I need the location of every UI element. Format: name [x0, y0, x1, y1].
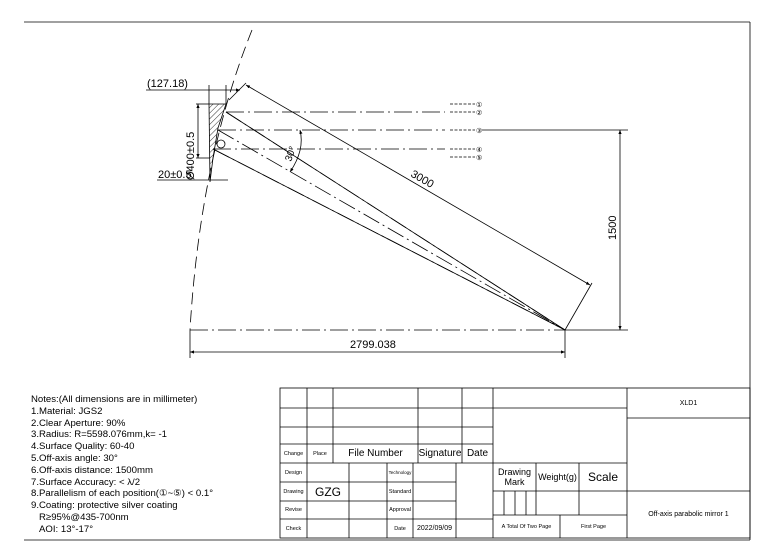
dim-127: (127.18): [147, 78, 188, 90]
date-value: 2022/09/09: [416, 525, 453, 532]
position-3-label: ③: [476, 127, 482, 135]
position-5-label: ⑤: [476, 154, 482, 162]
position-2-label: ②: [476, 109, 482, 117]
technology-label: Technology: [388, 470, 412, 475]
check-label: Check: [285, 525, 302, 532]
mirror-section: [208, 103, 227, 183]
note-item: 8.Parallelism of each position(①~⑤) < 0.…: [31, 488, 214, 500]
standard-label: Standard: [388, 488, 412, 495]
change-label: Change: [283, 450, 304, 457]
notes-block: Notes:(All dimensions are in millimeter)…: [31, 394, 213, 536]
note-item: 1.Material: JGS2: [31, 405, 103, 417]
revise-label: Revise: [285, 507, 302, 513]
drawing-mark-label: Drawing Mark: [497, 467, 531, 487]
file-number-label: File Number: [348, 448, 403, 459]
dim-2799: 2799.038: [350, 339, 396, 351]
dim-thickness: 20±0.5: [158, 169, 192, 181]
dim-angle: 30°: [283, 145, 299, 163]
place-label: Place: [313, 450, 327, 457]
note-item: 9.Coating: protective silver coating: [31, 500, 178, 512]
signature-label: Signature: [418, 448, 462, 459]
design-label: Design: [284, 469, 303, 476]
part-name: Off-axis parabolic mirror 1: [648, 511, 729, 518]
position-4-label: ④: [476, 146, 482, 154]
note-item: 2.Clear Aperture: 90%: [31, 417, 126, 429]
center-mark: [216, 139, 226, 149]
note-item: R≥95%@435-700nm: [39, 511, 129, 523]
reflected-beams: [212, 111, 566, 331]
note-item: 3.Radius: R=5598.076mm,k= -1: [31, 429, 167, 441]
dim-1500: 1500: [607, 216, 619, 240]
beam-lines: [213, 111, 445, 150]
dim-diameter: Ø400±0.5: [185, 132, 197, 180]
drawing-code: XLD1: [679, 399, 698, 407]
total-pages-label: A Total Of Two Page: [501, 523, 552, 530]
position-leaders: [450, 103, 475, 158]
scale-label: Scale: [587, 470, 619, 484]
first-page-label: First Page: [580, 523, 607, 530]
approval-label: Approval: [389, 507, 411, 513]
date-label: Date: [394, 525, 406, 532]
drawer-value: GZG: [315, 484, 341, 499]
note-item: 6.Off-axis distance: 1500mm: [31, 464, 153, 476]
weight-label: Weight(g): [538, 472, 577, 482]
note-item: 4.Surface Quality: 60-40: [31, 441, 135, 453]
title-block-grid: [279, 387, 751, 539]
note-item: 7.Surface Accuracy: < λ/2: [31, 476, 141, 488]
note-item: AOI: 13°-17°: [39, 523, 94, 535]
position-1-label: ①: [476, 101, 482, 109]
date-header-label: Date: [466, 448, 489, 459]
note-item: 5.Off-axis angle: 30°: [31, 452, 118, 464]
drawing-label: Drawing: [283, 488, 304, 495]
notes-title: Notes:(All dimensions are in millimeter): [31, 394, 198, 405]
